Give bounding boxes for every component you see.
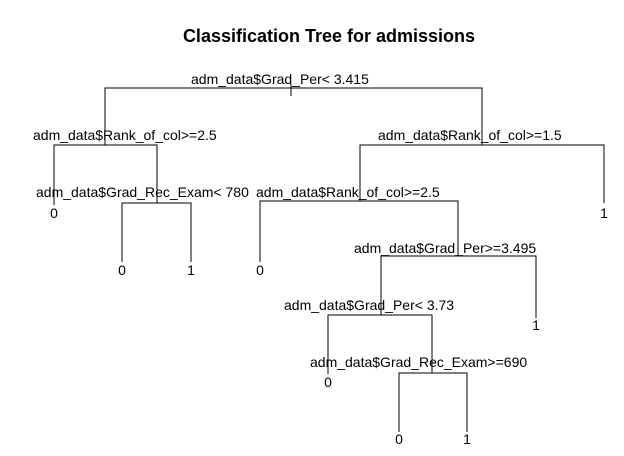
split-label-left: adm_data$Rank_of_col>=2.5 (33, 127, 217, 143)
tree-edges (53, 84, 605, 432)
edge-left-right-split (121, 202, 192, 262)
leaf-label: 0 (324, 374, 332, 390)
leaf-label: 0 (118, 262, 126, 278)
edge-right-left-split (259, 200, 459, 262)
split-label-root: adm_data$Grad_Per< 3.415 (191, 71, 369, 87)
leaf-label: 0 (256, 262, 264, 278)
split-label-left-right: adm_data$Grad_Rec_Exam< 780 (36, 184, 249, 200)
split-label-right-left: adm_data$Rank_of_col>=2.5 (256, 184, 440, 200)
leaf-label: 1 (463, 431, 471, 447)
leaf-labels: 0 0 1 1 0 1 0 0 1 (50, 205, 608, 447)
split-labels: adm_data$Grad_Per< 3.415 adm_data$Rank_o… (33, 71, 562, 370)
edge-rl-right-split (380, 255, 537, 318)
split-label-rlr-left: adm_data$Grad_Per< 3.73 (284, 297, 454, 313)
leaf-label: 0 (395, 431, 403, 447)
split-label-rl-right: adm_data$Grad_Per>=3.495 (354, 240, 536, 256)
split-label-right: adm_data$Rank_of_col>=1.5 (378, 127, 562, 143)
edge-right-split (359, 144, 605, 203)
leaf-label: 1 (532, 317, 540, 333)
split-label-rlrl-right: adm_data$Grad_Rec_Exam>=690 (310, 354, 527, 370)
leaf-label: 1 (600, 205, 608, 221)
edge-rlrl-right-split (398, 372, 468, 432)
edge-left-split (53, 144, 158, 205)
diagram-title: Classification Tree for admissions (183, 26, 475, 46)
edge-rlr-left-split (327, 314, 433, 374)
edge-root-split (104, 87, 483, 145)
leaf-label: 0 (50, 205, 58, 221)
leaf-label: 1 (187, 262, 195, 278)
